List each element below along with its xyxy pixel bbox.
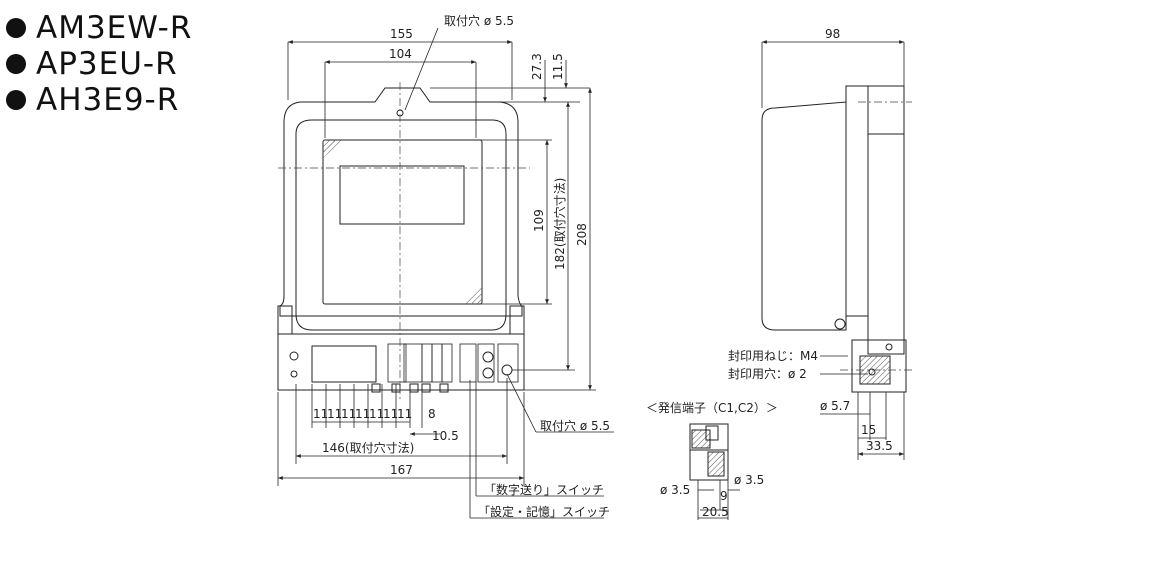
- dim-3-5-left: ø 3.5: [660, 483, 690, 497]
- mount-hole-top-label: 取付穴 ø 5.5: [444, 13, 514, 28]
- seal-hole-label: 封印用穴：ø 2: [728, 366, 807, 381]
- dim-20-5: 20.5: [702, 505, 729, 519]
- terminal-pitch: 11: [341, 407, 356, 421]
- model-list: AM3EW-R AP3EU-R AH3E9-R: [6, 10, 192, 118]
- bullet-icon: [6, 54, 26, 74]
- dim-98: 98: [825, 27, 840, 41]
- dim-167: 167: [390, 463, 413, 477]
- side-cover: [761, 101, 847, 331]
- front-inner-rim: [295, 119, 507, 331]
- switch-setting-label: 「設定・記憶」スイッチ: [478, 504, 610, 519]
- switch-digit-label: 「数字送り」スイッチ: [484, 482, 604, 497]
- dim-15: 15: [861, 423, 876, 437]
- terminal-pitch: 11: [397, 407, 412, 421]
- model-item: AP3EU-R: [6, 46, 192, 82]
- terminal-pitch: 11: [383, 407, 398, 421]
- dim-146: 146(取付穴寸法): [322, 440, 414, 455]
- lcd-area: [339, 165, 465, 225]
- dim-182: 182(取付穴寸法): [552, 178, 567, 270]
- dim-104: 104: [389, 47, 412, 61]
- model-name: AP3EU-R: [36, 46, 178, 82]
- dim-11-5: 11.5: [551, 53, 565, 80]
- front-body-outline: [279, 87, 523, 317]
- terminal-pitch: 11: [355, 407, 370, 421]
- model-item: AM3EW-R: [6, 10, 192, 46]
- dim-109: 109: [532, 209, 546, 232]
- dim-27-3: 27.3: [530, 53, 544, 80]
- terminal-block: [277, 333, 525, 391]
- terminal-detail-title: ＜発信端子（C1,C2）＞: [646, 401, 778, 415]
- dim-8: 8: [428, 407, 436, 421]
- display-window: [322, 139, 483, 305]
- terminal-pitch: 11: [327, 407, 342, 421]
- dim-155: 155: [390, 27, 413, 41]
- terminal-pitch: 11: [313, 407, 328, 421]
- bullet-icon: [6, 18, 26, 38]
- dim-10-5: 10.5: [432, 429, 459, 443]
- model-item: AH3E9-R: [6, 82, 192, 118]
- front-view: [277, 87, 525, 393]
- seal-screw-label: 封印用ねじ：M4: [728, 349, 818, 363]
- model-name: AM3EW-R: [36, 10, 193, 46]
- dim-5-7: ø 5.7: [820, 399, 850, 413]
- dim-208: 208: [575, 223, 589, 246]
- model-name: AH3E9-R: [36, 82, 180, 118]
- terminal-detail: [689, 423, 729, 481]
- terminal-pitch: 11: [369, 407, 384, 421]
- dim-33-5: 33.5: [866, 439, 893, 453]
- dim-3-5-right: ø 3.5: [734, 473, 764, 487]
- bullet-icon: [6, 90, 26, 110]
- mount-hole-bottom-label: 取付穴 ø 5.5: [540, 418, 610, 433]
- side-view: [761, 85, 907, 393]
- dim-9: 9: [720, 489, 728, 503]
